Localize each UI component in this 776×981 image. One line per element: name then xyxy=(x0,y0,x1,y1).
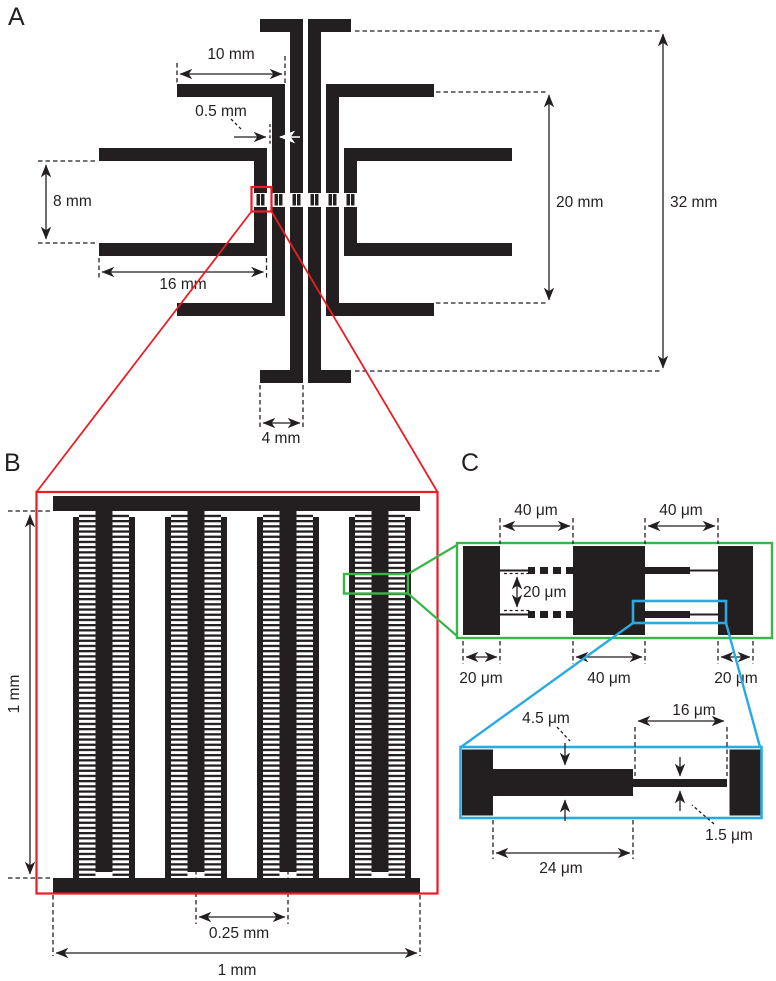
dim-label-top-arm-length: 10 mm xyxy=(207,46,254,63)
electrode-array-b xyxy=(53,496,420,893)
dim-left-bar-width: 20 μm xyxy=(459,641,503,687)
dim-right-bar-width: 20 μm xyxy=(714,641,758,687)
dim-finger-length: 24 μm xyxy=(492,820,634,877)
dim-fork-opening-height: 8 mm xyxy=(38,160,97,244)
dim-label-array-height: 1 mm xyxy=(6,675,23,714)
dim-label-finger-spacing: 20 μm xyxy=(523,584,566,601)
dim-label-mid-bar-width: 40 μm xyxy=(587,670,630,687)
dim-constriction-length: 16 μm xyxy=(634,702,728,776)
dim-label-electrode-pitch: 0.25 mm xyxy=(209,925,269,942)
dim-total-height: 32 mm xyxy=(355,30,717,372)
dim-label-right-bar-width: 20 μm xyxy=(714,670,757,687)
dim-constriction-thickness: 1.5 μm xyxy=(674,757,753,844)
green-zoom-cone-line-bottom xyxy=(407,592,458,637)
dim-label-finger-thickness: 4.5 μm xyxy=(522,710,570,727)
ide-unit-1 xyxy=(73,511,135,878)
red-zoom-cone-line-right xyxy=(270,211,439,493)
panel-a-label: A xyxy=(8,3,25,31)
sensor-stub xyxy=(328,194,337,206)
dim-left-gap: 40 μm xyxy=(499,502,574,544)
sensor-stub xyxy=(310,194,319,206)
ide-unit-2 xyxy=(165,511,227,878)
dim-label-constriction-thickness: 1.5 μm xyxy=(705,827,753,844)
dim-fork-arm-length: 16 mm xyxy=(98,258,268,293)
dim-finger-spacing: 20 μm xyxy=(504,572,566,612)
sensor-stub xyxy=(292,194,301,206)
sensor-stub xyxy=(346,194,355,206)
dim-mid-bar-width: 40 μm xyxy=(572,641,646,687)
dim-label-finger-length: 24 μm xyxy=(539,860,582,877)
panel-b-label: B xyxy=(4,449,21,477)
ide-unit-3 xyxy=(257,511,319,878)
dim-pad-width: 4 mm xyxy=(259,385,304,447)
dim-label-array-width: 1 mm xyxy=(218,962,257,979)
dim-label-fork-arm-length: 16 mm xyxy=(159,276,206,293)
sensor-stub xyxy=(256,194,265,206)
dim-label-mid-span-height: 20 mm xyxy=(556,194,603,211)
dim-finger-thickness: 4.5 μm xyxy=(522,710,571,821)
dim-label-left-bar-width: 20 μm xyxy=(459,670,502,687)
dim-label-constriction-length: 16 μm xyxy=(672,702,715,719)
blue-zoom-cone-line-left xyxy=(460,622,634,748)
red-inset-frame xyxy=(35,490,439,895)
dim-right-gap: 40 μm xyxy=(644,502,719,544)
green-zoom-box xyxy=(342,572,410,595)
dim-label-right-gap: 40 μm xyxy=(659,502,702,519)
blue-zoom-box xyxy=(631,599,728,625)
panel-c-label: C xyxy=(461,449,479,477)
sensor-stub xyxy=(274,194,283,206)
ide-unit-4 xyxy=(349,511,411,878)
dim-label-fork-opening-height: 8 mm xyxy=(53,193,92,210)
blue-inset-strip xyxy=(459,745,763,820)
panel-a-device xyxy=(99,19,512,383)
green-zoom-cone-line-top xyxy=(407,544,458,575)
dim-mid-span-height: 20 mm xyxy=(436,91,603,304)
green-inset-strip xyxy=(455,541,774,640)
red-zoom-box xyxy=(250,185,273,213)
blue-zoom-cone-line-right xyxy=(724,622,762,748)
dim-array-height: 1 mm xyxy=(6,510,53,879)
dim-label-left-gap: 40 μm xyxy=(514,502,557,519)
red-zoom-cone-line-left xyxy=(35,210,253,493)
dim-label-total-height: 32 mm xyxy=(670,194,717,211)
dim-label-pad-width: 4 mm xyxy=(262,430,301,447)
dim-array-width: 1 mm xyxy=(52,895,421,979)
dim-label-electrode-gap: 0.5 mm xyxy=(195,103,247,120)
dim-top-arm-length: 10 mm xyxy=(176,46,286,83)
dim-electrode-gap: 0.5 mm xyxy=(195,103,300,146)
